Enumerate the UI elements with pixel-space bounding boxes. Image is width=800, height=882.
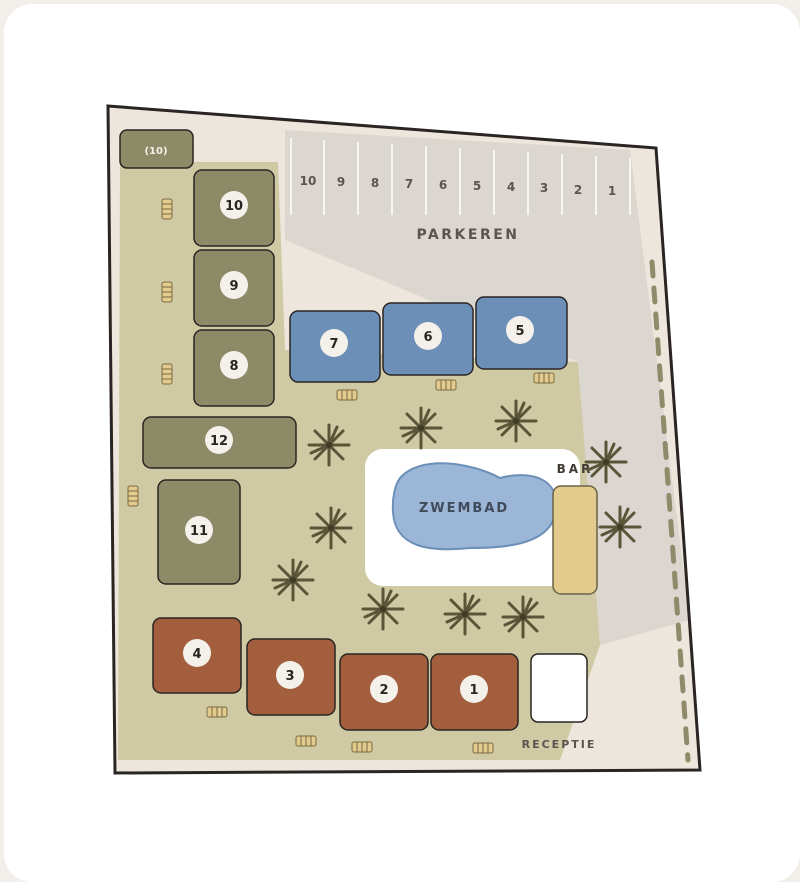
parking-spot: 5 [473,179,481,193]
unit-5[interactable]: 5 [475,296,568,370]
unit-badge [220,191,248,219]
sunbed-icon [161,198,173,220]
sunbed-icon [533,372,555,384]
unit-7[interactable]: 7 [289,310,381,383]
parking-spot: 3 [540,181,548,195]
parking-spot: 2 [574,183,582,197]
unit-badge [276,661,304,689]
unit-10-small[interactable]: (10) [119,129,194,169]
sunbed-icon [351,741,373,753]
unit-badge [183,639,211,667]
unit-4[interactable]: 4 [152,617,242,694]
unit-number: 6 [423,330,432,345]
unit-9[interactable]: 9 [193,249,275,327]
swimming-pool [391,462,558,551]
unit-10[interactable]: 10 [193,169,275,247]
unit-number: (10) [144,146,167,157]
unit-badge [320,329,348,357]
unit-8[interactable]: 8 [193,329,275,407]
palm-tree-icon [494,399,538,443]
unit-6[interactable]: 6 [382,302,474,376]
plot-boundary [106,104,702,775]
unit-badge [220,351,248,379]
unit-badge [414,322,442,350]
sunbed-icon [435,379,457,391]
bar-label: BAR [557,462,594,476]
palm-tree-icon [271,558,315,602]
unit-number: 11 [190,524,208,539]
palm-tree-icon [501,595,545,639]
palm-tree-icon [309,506,353,550]
reception-label: RECEPTIE [522,738,597,751]
bar-counter [552,485,598,595]
unit-number: 1 [469,683,478,698]
parking-spot: 9 [337,175,345,189]
pool-label: ZWEMBAD [419,501,509,516]
sunbed-icon [295,735,317,747]
palm-tree-icon [361,587,405,631]
sunbed-icon [161,281,173,303]
unit-badge [370,675,398,703]
unit-number: 10 [225,199,243,214]
driveway-dashes [649,259,691,763]
parking-area [285,130,690,645]
unit-3[interactable]: 3 [246,638,336,716]
unit-number: 2 [379,683,388,698]
parking-label: PARKEREN [416,227,519,243]
palm-tree-icon [399,406,443,450]
unit-number: 5 [515,324,524,339]
parking-spot-numbers: 10 9 8 7 6 5 4 3 2 1 [300,174,617,198]
parking-spot: 1 [608,184,616,198]
parking-spot: 6 [439,178,447,192]
parking-spot: 7 [405,177,413,191]
unit-number: 4 [192,647,201,662]
unit-number: 7 [329,337,338,352]
unit-badge [220,271,248,299]
unit-1[interactable]: 1 [430,653,519,731]
unit-badge [506,316,534,344]
palm-tree-icon [584,440,628,484]
sunbed-icon [127,485,139,507]
unit-badge [185,516,213,544]
palm-tree-icon [307,423,351,467]
unit-11[interactable]: 11 [157,479,241,585]
palm-tree-icon [598,505,642,549]
unit-12[interactable]: 12 [142,416,297,469]
unit-number: 3 [285,669,294,684]
unit-badge [205,426,233,454]
unit-badge [460,675,488,703]
palm-tree-icon [443,592,487,636]
unit-number: 9 [229,279,238,294]
sunbed-icon [161,363,173,385]
parking-spot: 10 [300,174,317,188]
sunbed-icon [336,389,358,401]
parking-spot: 8 [371,176,379,190]
parking-spot: 4 [507,180,515,194]
parking-lines [290,138,631,215]
unit-number: 8 [229,359,238,374]
unit-2[interactable]: 2 [339,653,429,731]
sunbed-icon [206,706,228,718]
reception-building[interactable] [530,653,588,723]
sunbed-icon [472,742,494,754]
unit-number: 12 [210,434,228,449]
